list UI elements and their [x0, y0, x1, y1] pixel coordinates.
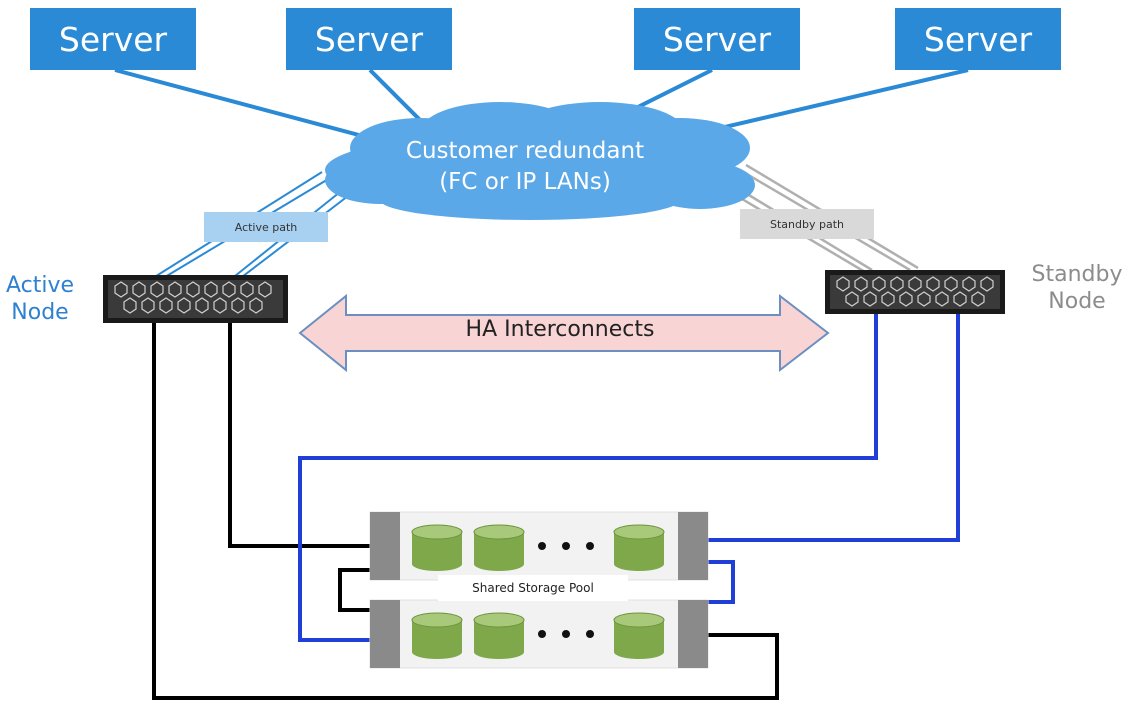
server-links [114, 68, 969, 140]
cloud-label-line2: (FC or IP LANs) [439, 169, 611, 195]
ellipsis-icon [538, 542, 594, 550]
disk-row-bottom [411, 612, 665, 659]
cloud-shape [325, 102, 755, 220]
server-box-3: Server [634, 8, 800, 70]
disk-cylinder-icon [411, 612, 463, 659]
active-path-tag: Active path [204, 212, 328, 242]
shared-storage-pool-label: Shared Storage Pool [438, 575, 628, 601]
active-node-label-line2: Node [11, 300, 69, 325]
disk-cylinder-icon [473, 612, 525, 659]
ha-interconnects-label: HA Interconnects [465, 317, 655, 342]
disk-cylinder-icon [411, 524, 463, 571]
ha-double-arrow [298, 293, 830, 373]
standby-node-label: Standby Node [1022, 261, 1131, 315]
disk-row-top [411, 524, 665, 571]
ellipsis-icon [538, 630, 594, 638]
active-node-label-line1: Active [5, 273, 75, 298]
server-box-4: Server [895, 8, 1061, 70]
disk-cylinder-icon [613, 524, 665, 571]
disk-cylinder-icon [473, 524, 525, 571]
standby-node-rack [825, 270, 1005, 314]
active-node-rack [103, 275, 288, 323]
cloud-label: Customer redundant (FC or IP LANs) [360, 136, 690, 198]
server-box-1: Server [30, 8, 196, 70]
standby-node-cables [298, 312, 960, 642]
active-node-cables [152, 322, 779, 700]
cloud-label-line1: Customer redundant [405, 138, 645, 164]
standby-node-label-line1: Standby [1031, 262, 1123, 287]
server-box-2: Server [286, 8, 452, 70]
disk-cylinder-icon [613, 612, 665, 659]
standby-path-tag: Standby path [740, 209, 874, 239]
standby-node-label-line2: Node [1048, 289, 1106, 314]
active-node-label: Active Node [5, 272, 75, 326]
